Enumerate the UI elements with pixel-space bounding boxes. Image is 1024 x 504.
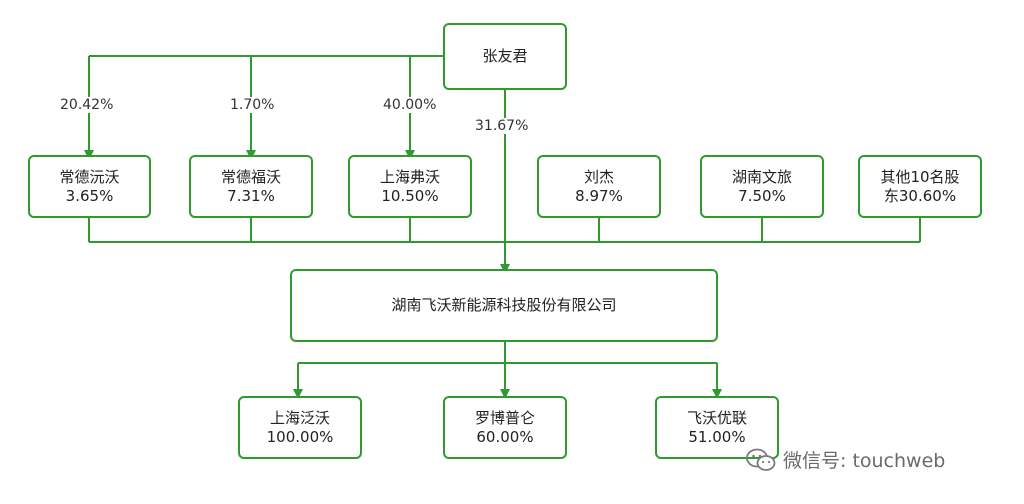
node-subsidiary-luobo-pulun: 罗博普仑 60.00% <box>443 396 567 459</box>
node-share: 7.31% <box>227 186 275 205</box>
node-label: 湖南文旅 <box>731 167 792 186</box>
node-label: 张友君 <box>482 47 528 65</box>
node-share: 8.97% <box>575 186 623 205</box>
edge-pct-changde-yuanwo: 20.42% <box>58 97 116 113</box>
node-label: 常德福沃 <box>220 167 281 186</box>
watermark: 微信号: touchweb <box>745 446 945 473</box>
watermark-text: 微信号: touchweb <box>783 450 946 472</box>
node-top-person: 张友君 <box>443 23 567 90</box>
wechat-icon <box>746 448 776 471</box>
node-subsidiary-feiwo-youlian: 飞沃优联 51.00% <box>655 396 779 459</box>
node-shareholder-liujie: 刘杰 8.97% <box>537 155 661 218</box>
edge-pct-shanghai-fuwo: 40.00% <box>381 97 439 113</box>
node-label: 上海弗沃 <box>379 167 440 186</box>
node-share: 东30.60% <box>883 186 957 205</box>
node-shareholder-others: 其他10名股 东30.60% <box>858 155 982 218</box>
node-share: 10.50% <box>381 186 439 205</box>
edge-pct-changde-fuwo: 1.70% <box>228 97 277 113</box>
node-label: 罗博普仑 <box>474 408 535 427</box>
node-label: 常德沅沃 <box>59 167 120 186</box>
node-subsidiary-shanghai-fanwo: 上海泛沃 100.00% <box>238 396 362 459</box>
node-shareholder-changde-fuwo: 常德福沃 7.31% <box>189 155 313 218</box>
node-shareholder-shanghai-fuwo: 上海弗沃 10.50% <box>348 155 472 218</box>
node-share: 3.65% <box>65 186 114 205</box>
node-label: 刘杰 <box>583 167 614 186</box>
node-share: 60.00% <box>476 427 534 446</box>
node-label: 上海泛沃 <box>269 408 330 427</box>
node-label: 湖南飞沃新能源科技股份有限公司 <box>391 296 617 314</box>
node-share: 100.00% <box>266 427 334 446</box>
node-label: 飞沃优联 <box>686 408 747 427</box>
edge-pct-direct: 31.67% <box>473 118 531 134</box>
node-shareholder-changde-yuanwo: 常德沅沃 3.65% <box>28 155 151 218</box>
node-label: 其他10名股 <box>880 167 960 186</box>
node-shareholder-hunan-wenlv: 湖南文旅 7.50% <box>700 155 824 218</box>
node-share: 7.50% <box>738 186 786 205</box>
node-company: 湖南飞沃新能源科技股份有限公司 <box>290 269 718 342</box>
node-share: 51.00% <box>688 427 746 446</box>
